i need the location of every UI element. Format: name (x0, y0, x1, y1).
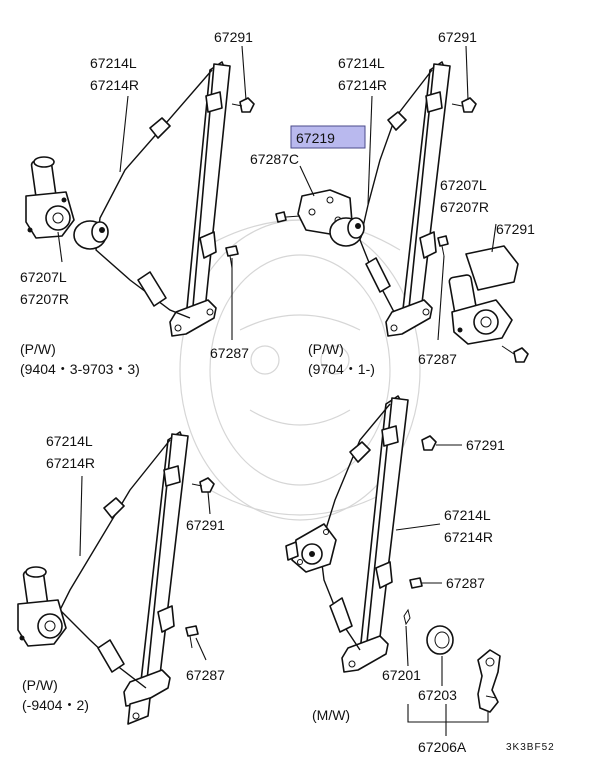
regulator-group-pw3 (17, 431, 215, 725)
label-regulator: 67214L (444, 507, 491, 523)
bolt-icon (421, 435, 462, 451)
variant-pw2-type: (P/W) (308, 341, 344, 357)
regulator-group-mw (285, 395, 501, 736)
label-regulator-r: 67214R (444, 529, 493, 545)
variant-pw1-range: (9404・3-9703・3) (20, 361, 140, 377)
variant-mw: (M/W) (312, 707, 350, 723)
variant-pw1-type: (P/W) (20, 341, 56, 357)
regulator-drum (329, 217, 365, 247)
bolt-icon (451, 97, 477, 113)
regulator-bracket (123, 669, 171, 707)
cable-sleeve (149, 117, 171, 139)
label-screw: 67287 (418, 351, 457, 367)
variant-pw3-range: (-9404・2) (22, 697, 89, 713)
label-regulator-r: 67214R (46, 455, 95, 471)
variant-pw3-type: (P/W) (22, 677, 58, 693)
label-bolt: 67291 (466, 437, 505, 453)
handle-icon (477, 649, 501, 713)
regulator-bracket (385, 299, 433, 337)
label-regulator: 67214L (90, 55, 137, 71)
motor-icon (17, 566, 67, 647)
label-motor-r: 67207R (20, 291, 69, 307)
clip-icon (403, 608, 411, 667)
label-bolt: 67291 (496, 221, 535, 237)
regulator-bracket (341, 635, 389, 673)
highlight-67219 (290, 125, 366, 149)
label-motor-r: 67207R (440, 199, 489, 215)
label-clip: 67201 (382, 667, 421, 683)
regulator-bracket (169, 299, 217, 337)
regulator-drum (73, 220, 109, 250)
screw-icon (437, 235, 449, 257)
bolt-icon (231, 97, 255, 113)
label-regulator-r: 67214R (338, 77, 387, 93)
cable-sleeve (137, 271, 167, 307)
variant-pw2-range: (9704・1-) (308, 361, 375, 377)
label-motor: 67207L (20, 269, 67, 285)
bolt-icon (501, 345, 529, 363)
label-bolt: 67291 (438, 29, 477, 45)
label-handle: 67206A (418, 739, 467, 755)
label-regulator: 67214L (46, 433, 93, 449)
diagram-code: 3K3BF52 (506, 742, 555, 753)
screw-icon (409, 577, 442, 589)
label-screw: 67287 (210, 345, 249, 361)
assembly-bracket (407, 704, 489, 736)
watermark-emblem (179, 219, 421, 521)
label-regulator: 67214L (338, 55, 385, 71)
label-regulator-r: 67214R (90, 77, 139, 93)
labels: 67291 67214L 67214R 67207L 67207R 67287 … (20, 29, 555, 755)
label-bolt: 67291 (186, 517, 225, 533)
label-screw: 67287 (186, 667, 225, 683)
regulator-group-pw1 (25, 45, 255, 340)
label-escutcheon: 67203 (418, 687, 457, 703)
bolt-icon (275, 211, 301, 223)
label-plate: 67287C (250, 151, 299, 167)
escutcheon-icon (426, 625, 454, 686)
motor-icon (448, 245, 519, 345)
label-motor: 67207L (440, 177, 487, 193)
screw-icon (185, 625, 199, 649)
regulator-drum (291, 523, 337, 573)
motor-icon (25, 156, 75, 239)
bolt-icon (191, 477, 215, 493)
regulator-group-pw2 (275, 45, 529, 363)
label-highlighted-part: 67219 (296, 130, 335, 146)
label-screw: 67287 (446, 575, 485, 591)
label-bolt: 67291 (214, 29, 253, 45)
